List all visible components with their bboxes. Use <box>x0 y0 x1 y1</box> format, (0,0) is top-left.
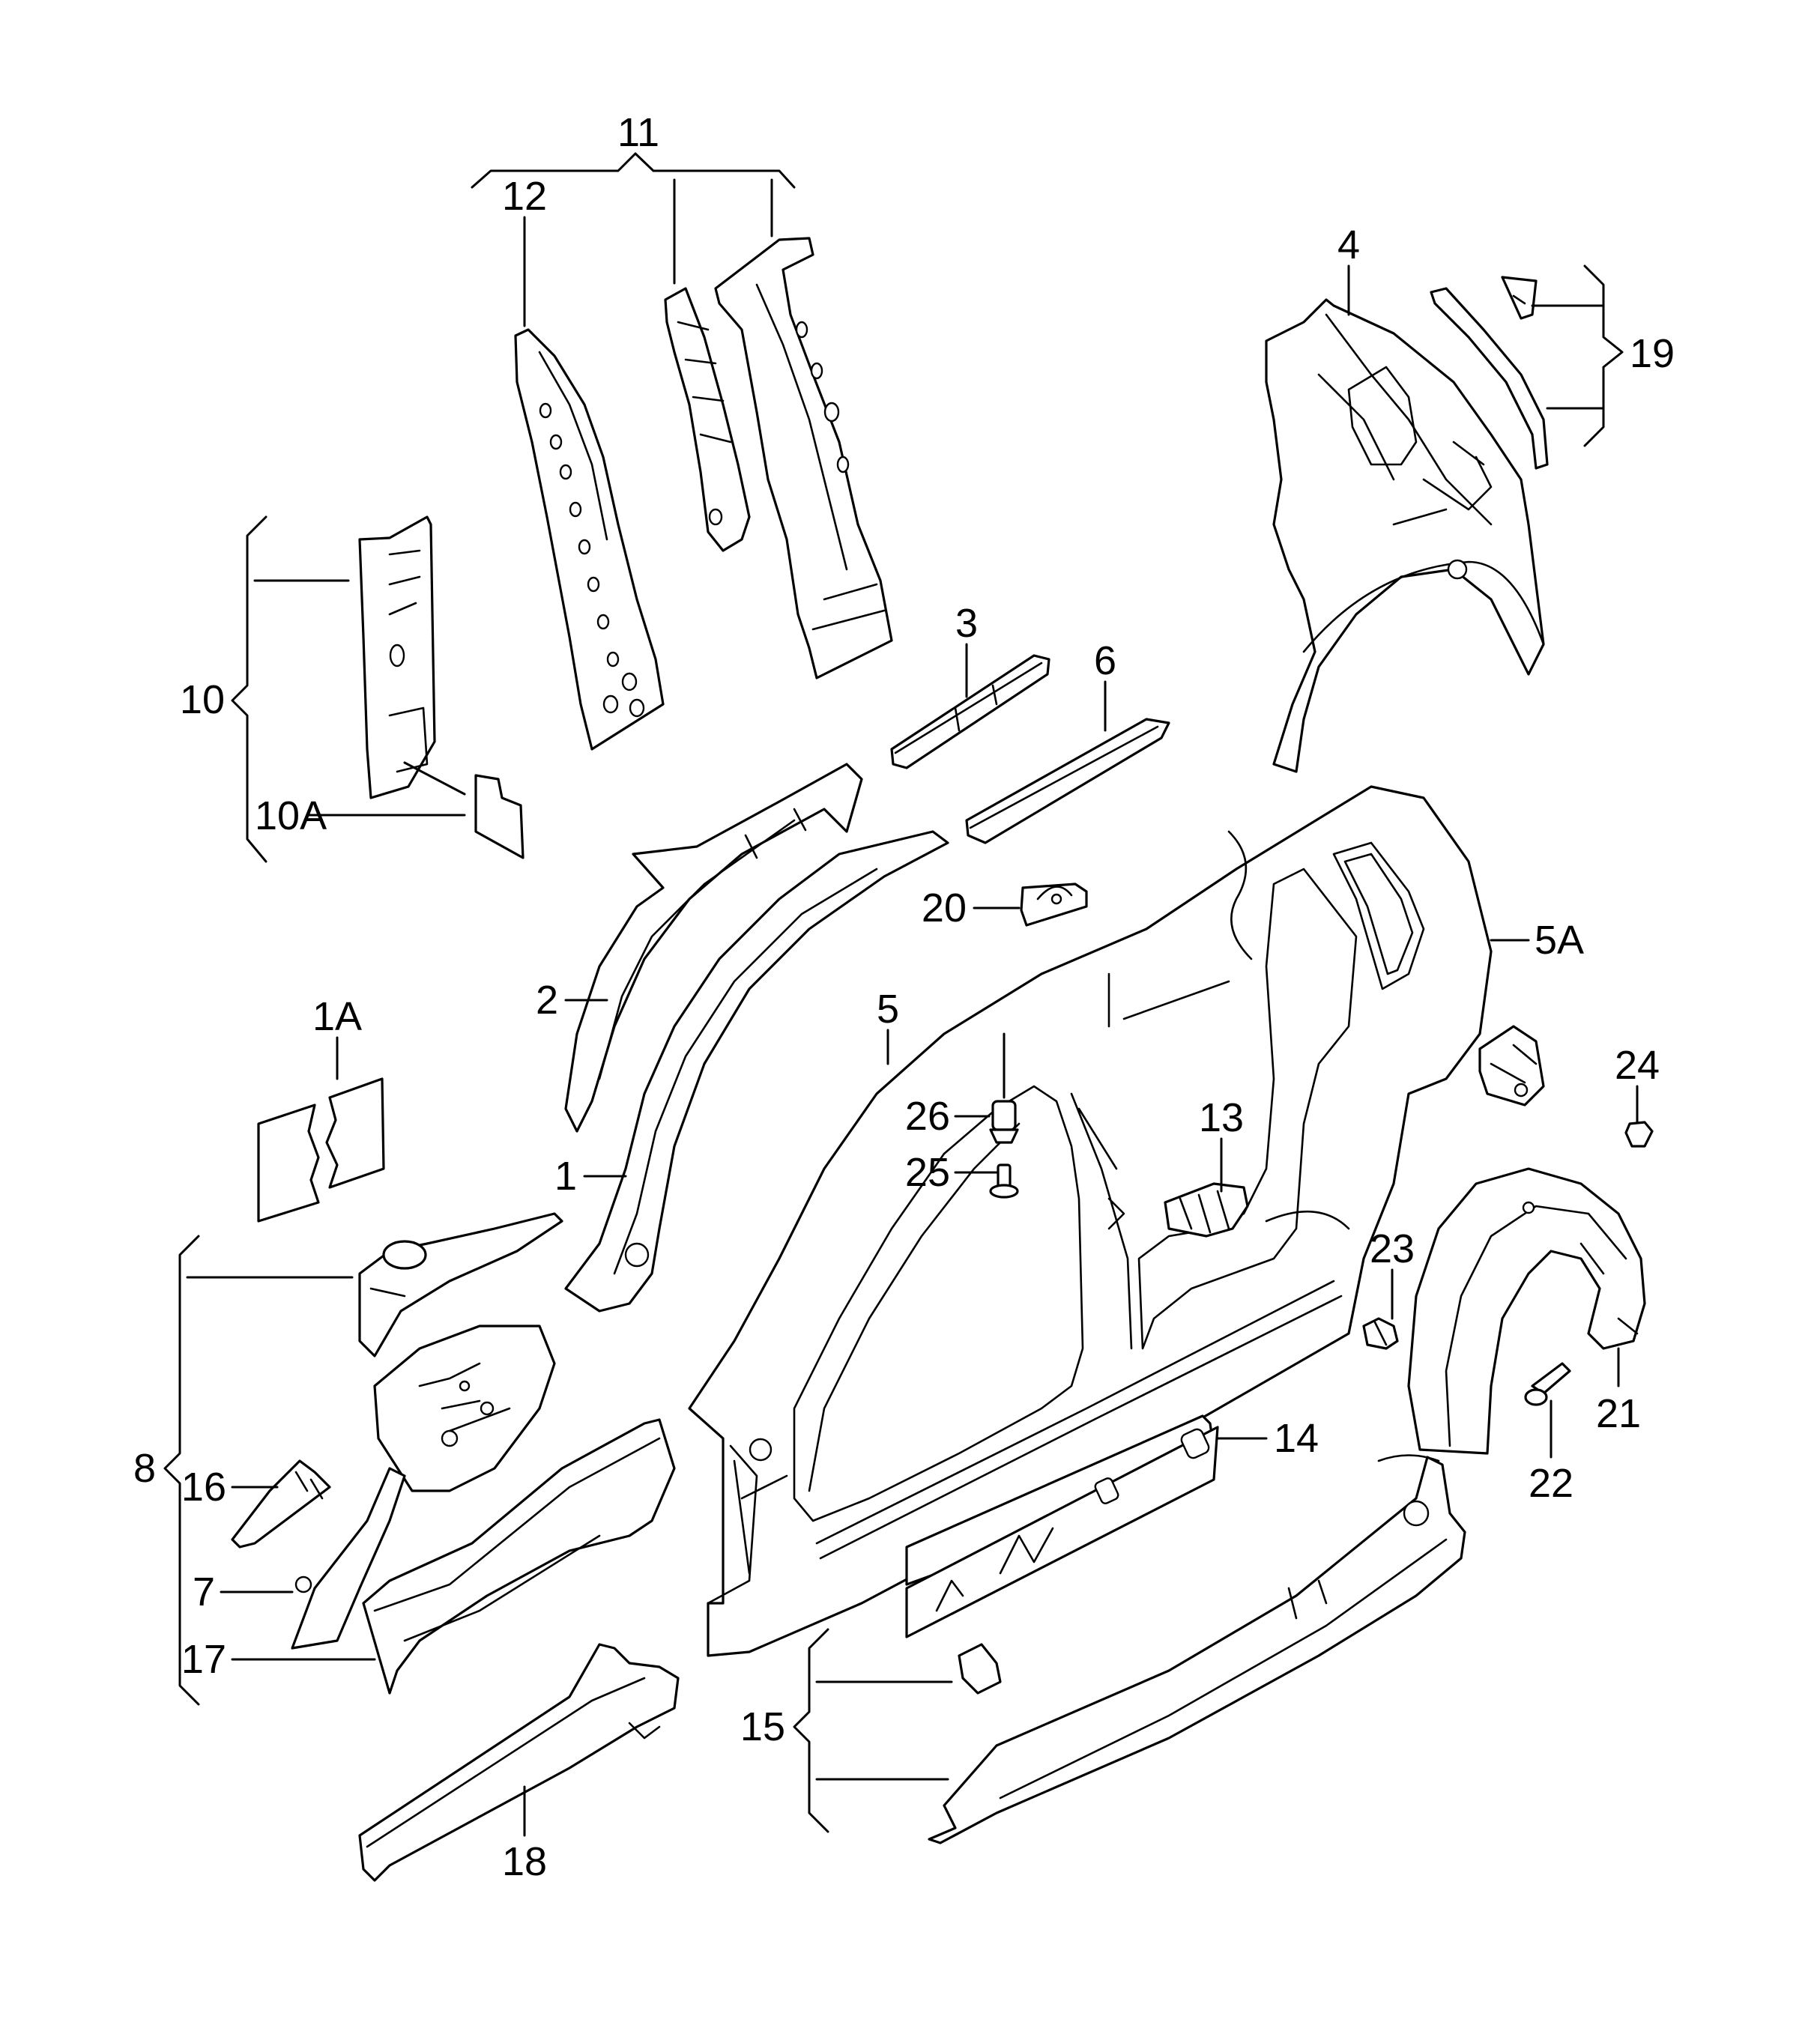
callout-17: 17 <box>181 1637 226 1682</box>
callout-11: 11 <box>617 110 659 155</box>
part-17-front-longitudinal <box>362 1418 676 1695</box>
part-10-a-pillar-lower <box>358 515 436 799</box>
callout-4: 4 <box>1337 223 1360 267</box>
callout-19: 19 <box>1630 331 1675 376</box>
part-26-clip <box>989 1100 1019 1144</box>
part-6-strip <box>965 718 1170 844</box>
part-5-body-side-panel <box>688 785 1493 1657</box>
part-11-pillar-reinforcement-b <box>714 237 893 679</box>
part-10a-patch-piece <box>474 774 524 859</box>
callout-10: 10 <box>180 677 225 722</box>
callout-labels: 11 12 4 19 3 6 10 10A 20 5A 2 1A 5 24 26… <box>133 110 1675 1884</box>
part-22-screw <box>1524 1362 1571 1406</box>
callout-3: 3 <box>955 601 978 646</box>
callout-13: 13 <box>1199 1095 1244 1140</box>
callout-16: 16 <box>181 1465 226 1510</box>
part-25-bolt <box>989 1163 1019 1199</box>
callout-10A: 10A <box>255 793 327 838</box>
callout-15: 15 <box>740 1704 785 1749</box>
part-4-rear-inner-panel <box>1265 298 1545 773</box>
part-18-longitudinal-member <box>358 1643 680 1882</box>
callout-21: 21 <box>1596 1391 1641 1436</box>
callout-1A: 1A <box>312 994 362 1039</box>
part-21-wheel-arch-liner <box>1407 1167 1646 1455</box>
part-1a-patch <box>257 1077 385 1223</box>
callout-7: 7 <box>193 1570 215 1614</box>
part-11-pillar-inner-strip <box>664 287 751 552</box>
callout-6: 6 <box>1094 638 1116 683</box>
part-7-front-panel <box>291 1467 406 1650</box>
callout-20: 20 <box>922 886 967 930</box>
part-14-sill-panel <box>905 1414 1219 1638</box>
part-23-expansion-rivet <box>1362 1317 1399 1350</box>
callout-26: 26 <box>905 1094 950 1139</box>
part-5a-rear-quarter-bracket <box>1478 1025 1545 1107</box>
callout-24: 24 <box>1615 1043 1660 1088</box>
part-15-sill-outer <box>928 1456 1466 1844</box>
callout-22: 22 <box>1529 1461 1573 1506</box>
callout-2: 2 <box>536 978 558 1023</box>
callout-12: 12 <box>502 174 547 219</box>
part-19-trim-pieces <box>1430 276 1549 470</box>
callout-5: 5 <box>877 987 899 1032</box>
part-8-wheelhouse-inner <box>373 1325 556 1492</box>
part-8-strut-tower <box>358 1212 563 1357</box>
callout-25: 25 <box>905 1150 950 1195</box>
part-24-clip <box>1624 1121 1654 1148</box>
part-1-a-pillar-inner <box>564 830 949 1313</box>
part-20-bracket <box>1020 883 1088 927</box>
part-2-roof-rail-inner <box>564 763 863 1133</box>
callout-18: 18 <box>502 1839 547 1884</box>
leader-lines <box>163 152 1639 1837</box>
part-12-holes <box>539 402 645 718</box>
callout-14: 14 <box>1274 1416 1319 1461</box>
callout-23: 23 <box>1370 1226 1415 1271</box>
part-12-pillar-reinforcement <box>514 328 665 751</box>
part-16-bracket <box>231 1459 331 1549</box>
callout-8: 8 <box>133 1446 156 1491</box>
callout-1: 1 <box>554 1154 577 1199</box>
callout-5A: 5A <box>1535 918 1584 963</box>
part-13-bracket <box>1164 1182 1249 1238</box>
part-3-reinforcement-strip <box>890 654 1050 769</box>
